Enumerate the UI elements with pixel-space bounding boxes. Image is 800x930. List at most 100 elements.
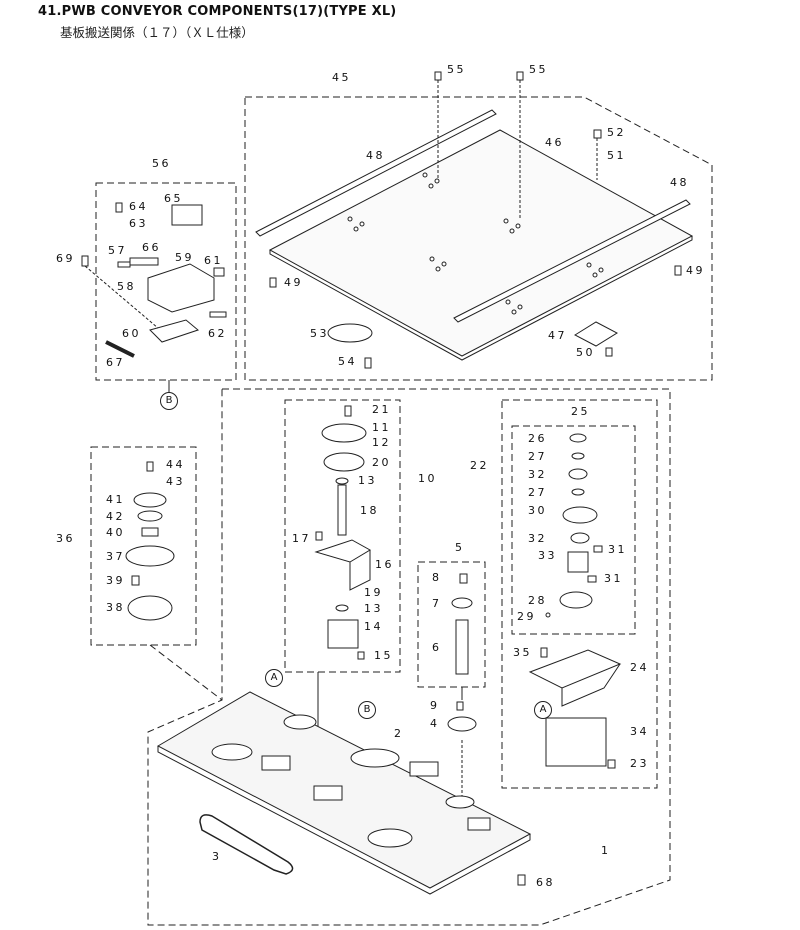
group-boundary-56 [95,182,237,381]
block-65 [171,204,203,226]
screw-23 [607,759,616,769]
ref-label-b: B [160,392,178,410]
rail-48-front [453,199,691,323]
pulley-30 [562,506,598,524]
screw-39 [131,575,140,586]
motor-34 [545,717,607,767]
callout-4: 4 [430,717,440,730]
callout-56: 56 [152,157,171,170]
callout-8: 8 [432,571,442,584]
screw-55 [516,71,524,81]
callout-69: 69 [56,252,75,265]
screw-31-lower [587,575,597,583]
screw-68 [517,874,526,886]
collar-40 [141,527,159,537]
screw-35 [540,647,548,658]
group-boundary-base [147,388,671,926]
callout-57: 57 [108,244,127,257]
callout-48: 48 [670,176,689,189]
group-boundary-5 [417,561,486,688]
callout-22: 22 [470,459,489,472]
callout-1: 1 [601,844,611,857]
callout-55: 55 [529,63,548,76]
washer-41 [133,492,167,508]
bearing-32-lower [570,532,590,544]
callout-25: 25 [571,405,590,418]
group-boundary-22 [501,399,658,789]
callout-23: 23 [630,757,649,770]
callout-20: 20 [372,456,391,469]
screw-44 [146,461,154,472]
screw-62 [209,311,227,318]
callout-39: 39 [106,574,125,587]
callout-19: 19 [364,586,383,599]
callout-31: 31 [604,572,623,585]
callout-14: 14 [364,620,383,633]
callout-17: 17 [292,532,311,545]
belt-3 [199,814,294,875]
callout-42: 42 [106,510,125,523]
callout-32: 32 [528,468,547,481]
screw-21 [344,405,352,417]
screw-31 [593,545,603,553]
screw-9 [456,701,464,711]
ref-label-a: A [534,701,552,719]
ring-42 [137,510,163,522]
callout-24: 24 [630,661,649,674]
callout-62: 62 [208,327,227,340]
hub-28 [559,591,593,609]
callout-3: 3 [212,850,222,863]
collar-13 [335,477,349,485]
callout-61: 61 [204,254,223,267]
callout-36: 36 [56,532,75,545]
callout-37: 37 [106,550,125,563]
callout-41: 41 [106,493,125,506]
callout-9: 9 [430,699,440,712]
callout-34: 34 [630,725,649,738]
callout-51: 51 [607,149,626,162]
page-subtitle: 基板搬送関係（１７）（ＸＬ仕様） [60,25,254,40]
bearing-32-upper [568,468,588,480]
callout-38: 38 [106,601,125,614]
bearing-4 [447,716,477,732]
group-boundary-45 [244,96,713,381]
seal-26 [569,433,587,443]
callout-64: 64 [129,200,148,213]
callout-29: 29 [517,610,536,623]
ref-label-a: A [265,669,283,687]
callout-15: 15 [374,649,393,662]
callout-31: 31 [608,543,627,556]
bracket-16 [314,539,371,563]
callout-35: 35 [513,646,532,659]
bracket-47 [573,321,619,347]
collar-13-lower [335,604,349,612]
pulley-37 [125,545,175,567]
pulley-11 [321,423,367,443]
screw-55 [434,71,442,81]
screw-17 [315,531,323,541]
callout-49: 49 [284,276,303,289]
callout-40: 40 [106,526,125,539]
callout-32: 32 [528,532,547,545]
callout-27: 27 [528,450,547,463]
callout-46: 46 [545,136,564,149]
callout-50: 50 [576,346,595,359]
ring-27-upper [571,452,585,460]
callout-28: 28 [528,594,547,607]
disc-53 [327,323,373,343]
callout-13: 13 [358,474,377,487]
callout-43: 43 [166,475,185,488]
screw-54 [364,357,372,369]
ref-label-b: B [358,701,376,719]
callout-7: 7 [432,597,442,610]
ring-27-lower [571,488,585,496]
hub-38 [127,595,173,621]
pin-29 [545,612,551,618]
callout-67: 67 [106,356,125,369]
callout-66: 66 [142,241,161,254]
motor-14 [327,619,359,649]
screw-64 [115,202,123,213]
screw-50 [605,347,613,357]
callout-11: 11 [372,421,391,434]
callout-47: 47 [548,329,567,342]
